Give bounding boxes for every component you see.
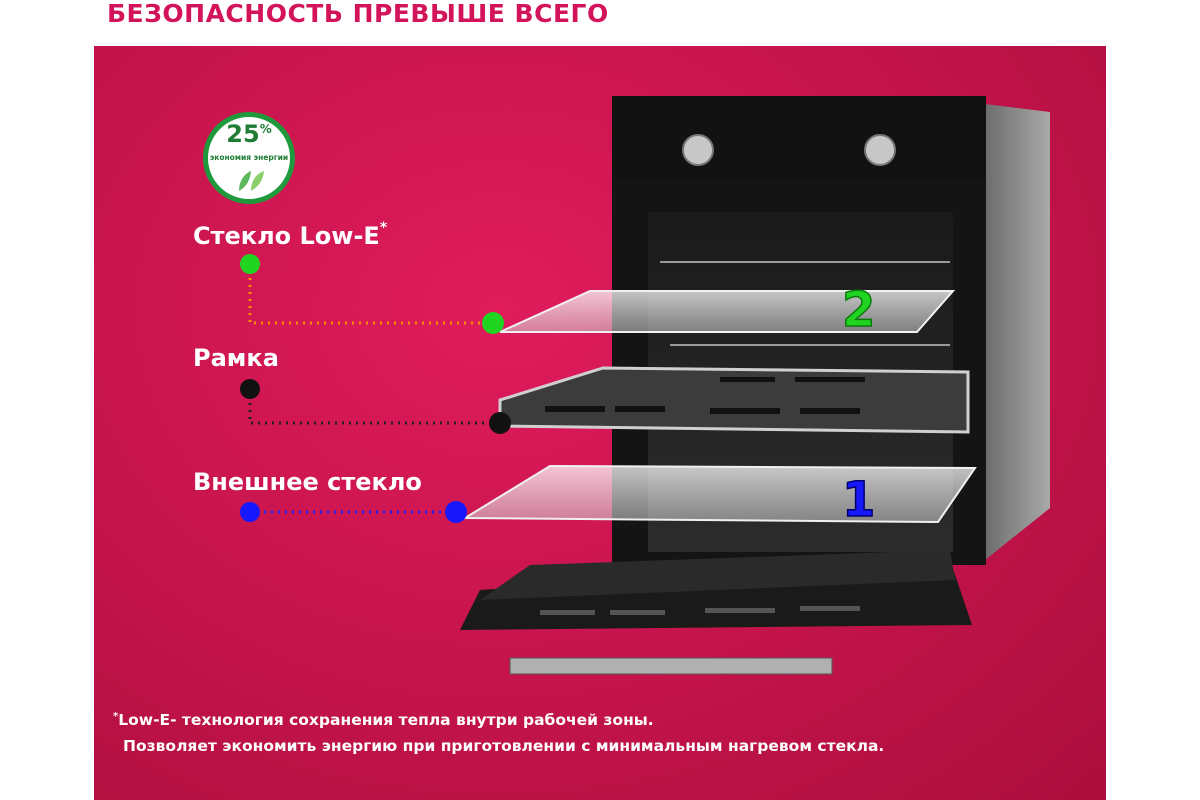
page-heading: БЕЗОПАСНОСТЬ ПРЕВЫШЕ ВСЕГО bbox=[107, 0, 609, 28]
outer-glass-layer bbox=[461, 464, 977, 524]
frame-layer bbox=[498, 366, 970, 434]
oven-side-panel bbox=[985, 104, 1050, 560]
outer-dot-start bbox=[240, 502, 260, 522]
label-frame: Рамка bbox=[193, 344, 279, 372]
footnote-line-1: *Low-E- технология сохранения тепла внут… bbox=[113, 711, 654, 730]
leaf-icon bbox=[239, 171, 264, 191]
label-outer-glass: Внешнее стекло bbox=[193, 468, 422, 496]
energy-badge: 25% экономия энергии bbox=[203, 112, 295, 204]
outer-dot-end bbox=[445, 501, 467, 523]
badge-caption: экономия энергии bbox=[209, 153, 289, 162]
layer-number-1: 1 bbox=[842, 472, 875, 528]
badge-percent: 25% bbox=[226, 120, 272, 148]
frame-dot-end bbox=[489, 412, 511, 434]
layer-number-2: 2 bbox=[842, 282, 875, 338]
label-low-e-glass: Стекло Low-E* bbox=[193, 220, 388, 250]
frame-dot-start bbox=[240, 379, 260, 399]
knob-left bbox=[682, 134, 714, 166]
oven-control-panel bbox=[612, 96, 986, 180]
door-handle bbox=[509, 657, 833, 675]
low-e-dot-end bbox=[482, 312, 504, 334]
frame-connector bbox=[248, 389, 500, 425]
low-e-dot-start bbox=[240, 254, 260, 274]
knob-right bbox=[864, 134, 896, 166]
low-e-connector bbox=[248, 264, 493, 325]
footnote-line-2: Позволяет экономить энергию при приготов… bbox=[123, 737, 885, 755]
low-e-glass-layer bbox=[499, 290, 956, 333]
